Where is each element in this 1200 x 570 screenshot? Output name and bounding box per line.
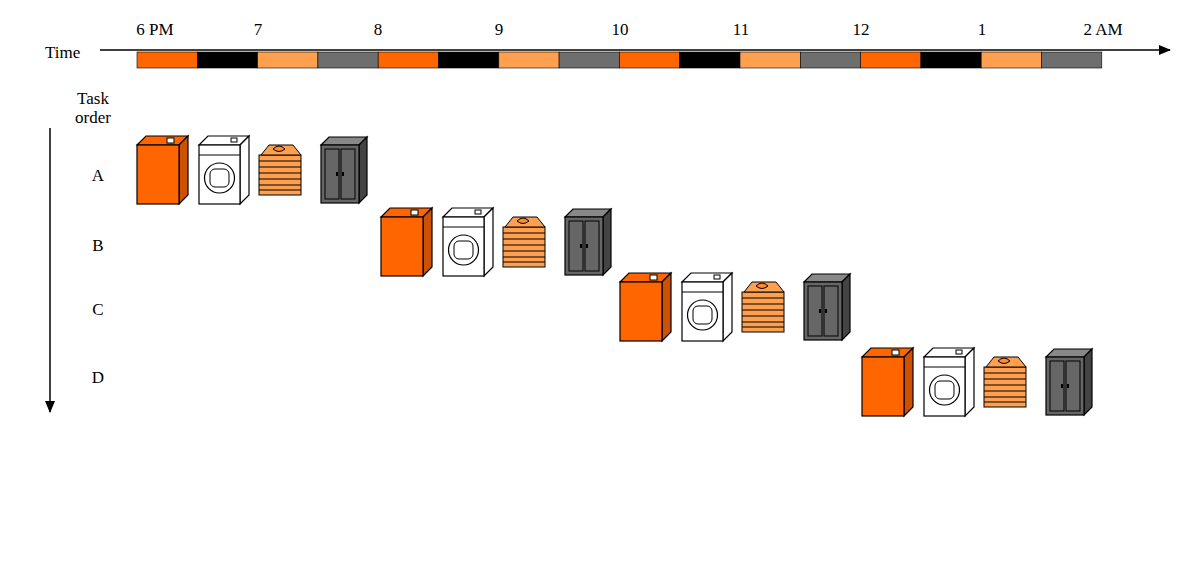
time-segment — [800, 52, 860, 68]
hour-label: 11 — [733, 20, 749, 39]
task-axis — [49, 128, 51, 412]
hour-label: 12 — [853, 20, 870, 39]
time-segment — [921, 52, 981, 68]
time-segment — [378, 52, 438, 68]
hour-label: 9 — [495, 20, 504, 39]
axis-label: Time — [45, 43, 80, 62]
hour-label: 10 — [612, 20, 629, 39]
time-segment — [499, 52, 559, 68]
hour-label: 8 — [374, 20, 383, 39]
time-segment — [740, 52, 800, 68]
hour-label: 6 PM — [136, 20, 173, 39]
time-segment — [197, 52, 257, 68]
laundry-load — [137, 136, 367, 204]
time-segment — [861, 52, 921, 68]
task-letter: A — [92, 166, 104, 185]
time-segment — [318, 52, 378, 68]
hour-label: 2 AM — [1083, 20, 1122, 39]
laundry-load — [862, 348, 1092, 416]
laundry-load — [620, 273, 850, 341]
hour-label: 7 — [254, 20, 263, 39]
laundry-load — [381, 208, 611, 276]
task-letter: D — [92, 368, 104, 387]
hour-label: 1 — [978, 20, 987, 39]
time-segment — [258, 52, 318, 68]
time-segment — [619, 52, 679, 68]
axis-label: Task order — [66, 89, 120, 127]
task-letter: C — [92, 300, 103, 319]
time-segment — [680, 52, 740, 68]
time-segment — [439, 52, 499, 68]
time-segment — [559, 52, 619, 68]
time-segment — [1042, 52, 1102, 68]
time-bar — [137, 52, 1102, 68]
task-letter: B — [92, 236, 103, 255]
time-segment — [137, 52, 197, 68]
time-axis — [100, 49, 1170, 51]
time-segment — [981, 52, 1041, 68]
